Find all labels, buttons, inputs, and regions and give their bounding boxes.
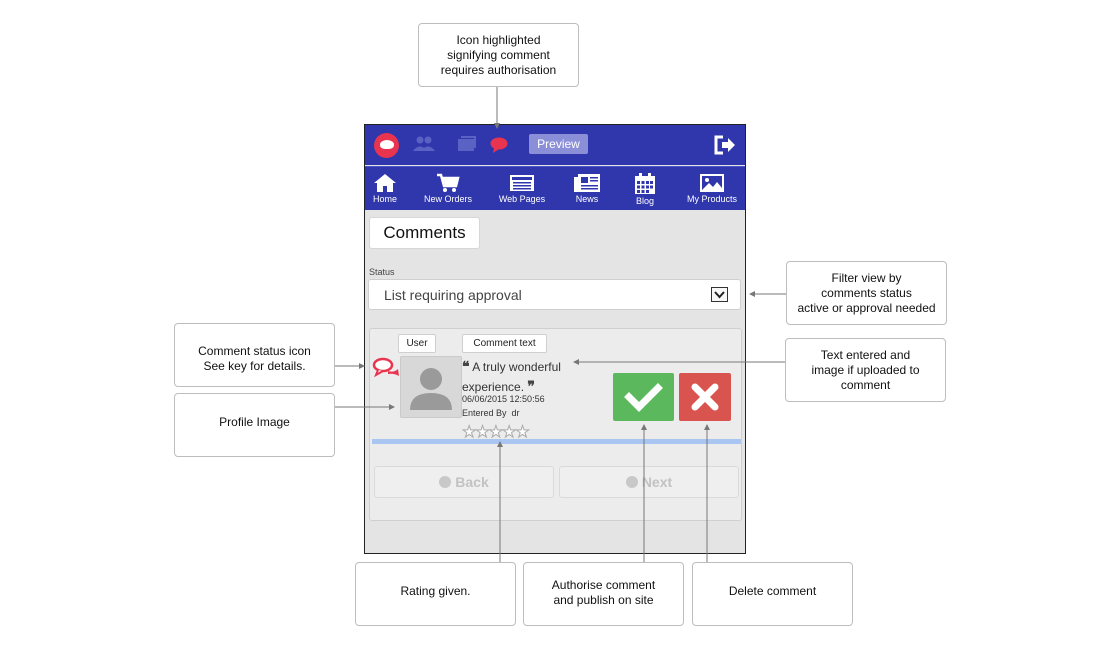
open-quote-icon: ❝ <box>462 358 470 374</box>
close-icon <box>691 383 719 411</box>
callout-filter-view: Filter view by comments status active or… <box>786 261 947 325</box>
image-icon <box>700 174 724 192</box>
callout-profile-image: Profile Image <box>174 393 335 457</box>
rating-stars: ★★★★★ <box>461 422 530 442</box>
next-button[interactable]: Next <box>559 466 739 498</box>
status-label: Status <box>369 267 395 277</box>
status-filter-select[interactable]: List requiring approval <box>368 279 741 310</box>
comment-text: ❝ A truly wonderful experience. ❞ <box>462 358 561 394</box>
rating-star-icon: ★ <box>502 424 517 442</box>
messages-icon[interactable] <box>456 136 476 153</box>
callout-authorise-comment: Authorise comment and publish on site <box>523 562 684 626</box>
preview-button[interactable]: Preview <box>529 134 588 154</box>
callout-rating-given: Rating given. <box>355 562 516 626</box>
chevron-right-icon <box>625 476 638 488</box>
nav-item-my-products[interactable]: My Products <box>680 173 744 204</box>
comment-text-column-tag: Comment text <box>462 334 547 353</box>
user-column-tag: User <box>398 334 436 353</box>
mobile-app-frame: Preview Home New Orders <box>364 124 746 554</box>
delete-comment-button[interactable] <box>679 373 731 421</box>
comment-date: 06/06/2015 12:50:56 <box>462 394 545 404</box>
callout-comment-status-icon: Comment status icon See key for details. <box>174 323 335 387</box>
news-icon <box>574 174 600 192</box>
web-pages-icon <box>510 175 534 191</box>
rating-star-icon: ★ <box>475 424 490 442</box>
nav-item-new-orders[interactable]: New Orders <box>416 173 480 204</box>
chevron-left-icon <box>439 476 452 488</box>
comment-divider-bar <box>372 439 741 444</box>
nav-item-home[interactable]: Home <box>365 173 417 204</box>
top-bar: Preview <box>365 125 745 165</box>
home-icon <box>374 174 396 192</box>
users-icon[interactable] <box>412 136 436 152</box>
profile-image <box>400 356 462 418</box>
checkmark-icon <box>624 383 663 412</box>
page-title: Comments <box>369 217 480 249</box>
chevron-down-icon[interactable] <box>711 287 728 302</box>
back-button[interactable]: Back <box>374 466 554 498</box>
close-quote-icon: ❞ <box>527 378 535 394</box>
approve-comment-button[interactable] <box>613 373 674 421</box>
comment-list-panel: User Comment text ❝ A truly wonderful ex… <box>369 328 742 521</box>
cart-icon <box>437 173 460 192</box>
comment-status-icon <box>372 357 399 378</box>
rating-star-icon: ★ <box>488 424 503 442</box>
nav-item-web-pages[interactable]: Web Pages <box>490 173 554 204</box>
main-nav: Home New Orders Web Pages <box>365 166 745 210</box>
callout-icon-highlighted: Icon highlighted signifying comment requ… <box>418 23 579 87</box>
app-logo-icon[interactable] <box>374 133 399 158</box>
user-silhouette-icon <box>410 368 452 410</box>
callout-text-entered: Text entered and image if uploaded to co… <box>785 338 946 402</box>
rating-star-icon: ★ <box>515 424 530 442</box>
rating-star-icon: ★ <box>461 424 476 442</box>
nav-item-blog[interactable]: Blog <box>613 173 677 206</box>
status-filter-value: List requiring approval <box>384 287 522 303</box>
comment-author: Entered By dr <box>462 408 520 418</box>
calendar-icon <box>635 173 655 194</box>
comments-highlighted-icon[interactable] <box>490 137 508 153</box>
callout-delete-comment: Delete comment <box>692 562 853 626</box>
nav-item-news[interactable]: News <box>555 173 619 204</box>
logout-icon[interactable] <box>714 135 736 155</box>
